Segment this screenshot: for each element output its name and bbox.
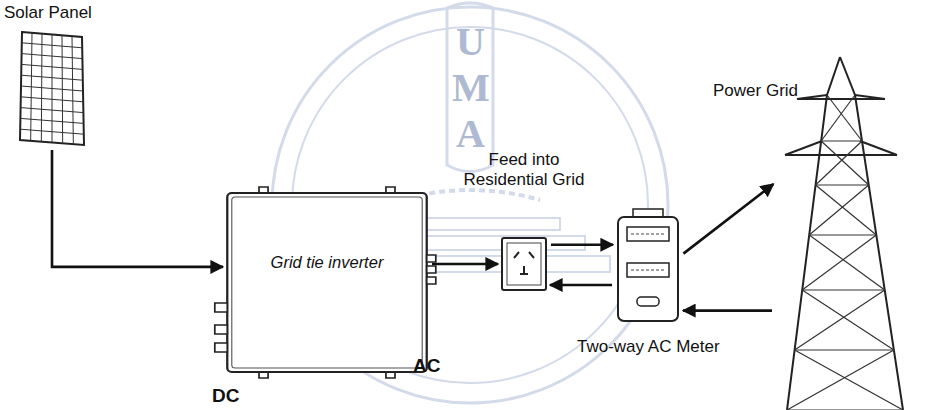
drawing-line bbox=[802, 289, 884, 290]
drawing-rect bbox=[427, 266, 436, 273]
drawing-path bbox=[259, 187, 395, 378]
drawing-line bbox=[809, 185, 868, 235]
drawing-line bbox=[821, 141, 869, 185]
watermark-letter: A bbox=[456, 114, 485, 154]
drawing-line bbox=[802, 290, 894, 350]
flow-arrow bbox=[683, 309, 772, 312]
two-way-meter-outline bbox=[615, 205, 681, 325]
drawing-line bbox=[821, 140, 862, 141]
drawing-line bbox=[787, 350, 894, 410]
drawing-path bbox=[785, 95, 897, 155]
drawing-line bbox=[795, 349, 894, 350]
drawing-rect bbox=[618, 217, 678, 321]
drawing-line bbox=[795, 350, 903, 410]
drawing-rect bbox=[427, 255, 436, 262]
drawing-path bbox=[633, 209, 663, 217]
drawing-line bbox=[22, 43, 82, 48]
drawing-rect bbox=[427, 277, 436, 284]
outlet: Feed into Residential Grid bbox=[500, 232, 548, 296]
ac-label: AC bbox=[413, 355, 440, 378]
flow-arrow bbox=[550, 284, 612, 287]
outlet-heading: Feed into Residential Grid bbox=[449, 150, 599, 191]
outlet-outline bbox=[500, 232, 548, 296]
two-way-meter: Two-way AC Meter bbox=[615, 205, 681, 325]
drawing-rect bbox=[507, 243, 541, 285]
drawing-rect bbox=[227, 193, 426, 372]
drawing-line bbox=[21, 75, 83, 80]
flow-arrow bbox=[551, 244, 613, 247]
flow-arrow bbox=[683, 184, 773, 254]
drawing-path bbox=[514, 252, 534, 274]
drawing-rect bbox=[502, 238, 546, 290]
drawing-line bbox=[816, 185, 877, 235]
solar-panel-outline bbox=[18, 32, 86, 147]
drawing-line bbox=[20, 118, 83, 123]
drawing-rect bbox=[232, 197, 422, 368]
drawing-line bbox=[809, 235, 884, 290]
drawing-rect bbox=[215, 343, 227, 352]
drawing-line bbox=[821, 95, 855, 141]
drawing-line bbox=[20, 129, 84, 134]
watermark-letter: U bbox=[456, 22, 485, 62]
drawing-line bbox=[787, 409, 903, 410]
drawing-rect bbox=[215, 303, 227, 312]
grid-tie-inverter-outline bbox=[225, 185, 429, 380]
drawing-path bbox=[447, 3, 493, 172]
drawing-line bbox=[802, 235, 876, 290]
flow-arrow bbox=[52, 150, 223, 267]
power-grid-tower: Power Grid bbox=[775, 55, 915, 410]
drawing-path bbox=[631, 234, 665, 270]
drawing-line bbox=[21, 108, 84, 113]
drawing-path bbox=[20, 32, 84, 145]
watermark-letter: M bbox=[452, 68, 490, 108]
panel-heading: Solar Panel bbox=[4, 3, 92, 23]
drawing-line bbox=[795, 290, 885, 350]
meter-label: Two-way AC Meter bbox=[577, 337, 720, 357]
drawing-path bbox=[787, 57, 903, 410]
drawing-line bbox=[809, 234, 876, 235]
power-grid-tower-outline bbox=[775, 55, 915, 410]
drawing-rect bbox=[637, 297, 659, 306]
drawing-line bbox=[21, 64, 82, 69]
drawing-line bbox=[816, 141, 862, 185]
drawing-rect bbox=[215, 325, 227, 334]
dc-label: DC bbox=[212, 385, 239, 408]
drawing-line bbox=[21, 97, 83, 102]
grid-tie-inverter: Grid tie inverterDCAC bbox=[225, 185, 429, 380]
drawing-line bbox=[21, 86, 83, 91]
drawing-line bbox=[827, 95, 862, 141]
drawing-line bbox=[816, 184, 869, 185]
inverter-name: Grid tie inverter bbox=[225, 253, 429, 273]
flow-arrow bbox=[432, 263, 498, 266]
grid-heading: Power Grid bbox=[713, 81, 798, 101]
solar-panel: Solar Panel bbox=[18, 32, 86, 147]
drawing-line bbox=[22, 54, 83, 59]
